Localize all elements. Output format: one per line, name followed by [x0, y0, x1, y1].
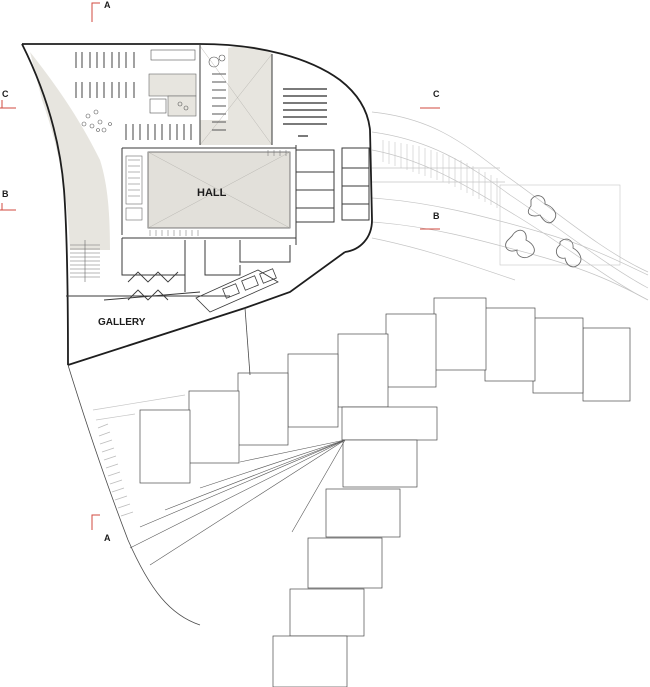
section-marker-b-left: B	[2, 189, 9, 199]
hall-side-stair	[125, 155, 143, 221]
auditorium-seats	[283, 88, 327, 137]
gallery-label: GALLERY	[98, 317, 146, 328]
building-walls	[21, 43, 373, 366]
exterior-paving-strips	[382, 140, 621, 266]
section-marker-c-left: C	[2, 89, 9, 99]
section-marker-b-right: B	[433, 211, 440, 221]
terrace-boxes-south	[272, 406, 438, 687]
hall-label: HALL	[197, 187, 227, 199]
hall-edge-stair	[149, 150, 287, 236]
reading-tables	[149, 49, 226, 114]
organic-benches	[505, 195, 582, 268]
outdoor-southwest-lines	[92, 394, 186, 421]
plant-symbols	[81, 109, 112, 133]
section-marker-a-bottom: A	[104, 533, 111, 543]
terrace-boxes-east	[139, 297, 631, 484]
site-boundary	[67, 307, 251, 626]
gallery-vitrines	[195, 268, 279, 313]
west-stair	[70, 240, 100, 282]
outdoor-bench-strips	[97, 423, 134, 517]
section-marks	[0, 2, 440, 530]
exterior-path-lines	[371, 111, 649, 301]
section-marker-a-top: A	[104, 0, 111, 10]
interior-walls	[66, 44, 370, 301]
bookshelves	[75, 52, 226, 140]
radial-lines	[129, 439, 346, 566]
ramps	[127, 271, 179, 301]
section-marker-c-right: C	[433, 89, 440, 99]
